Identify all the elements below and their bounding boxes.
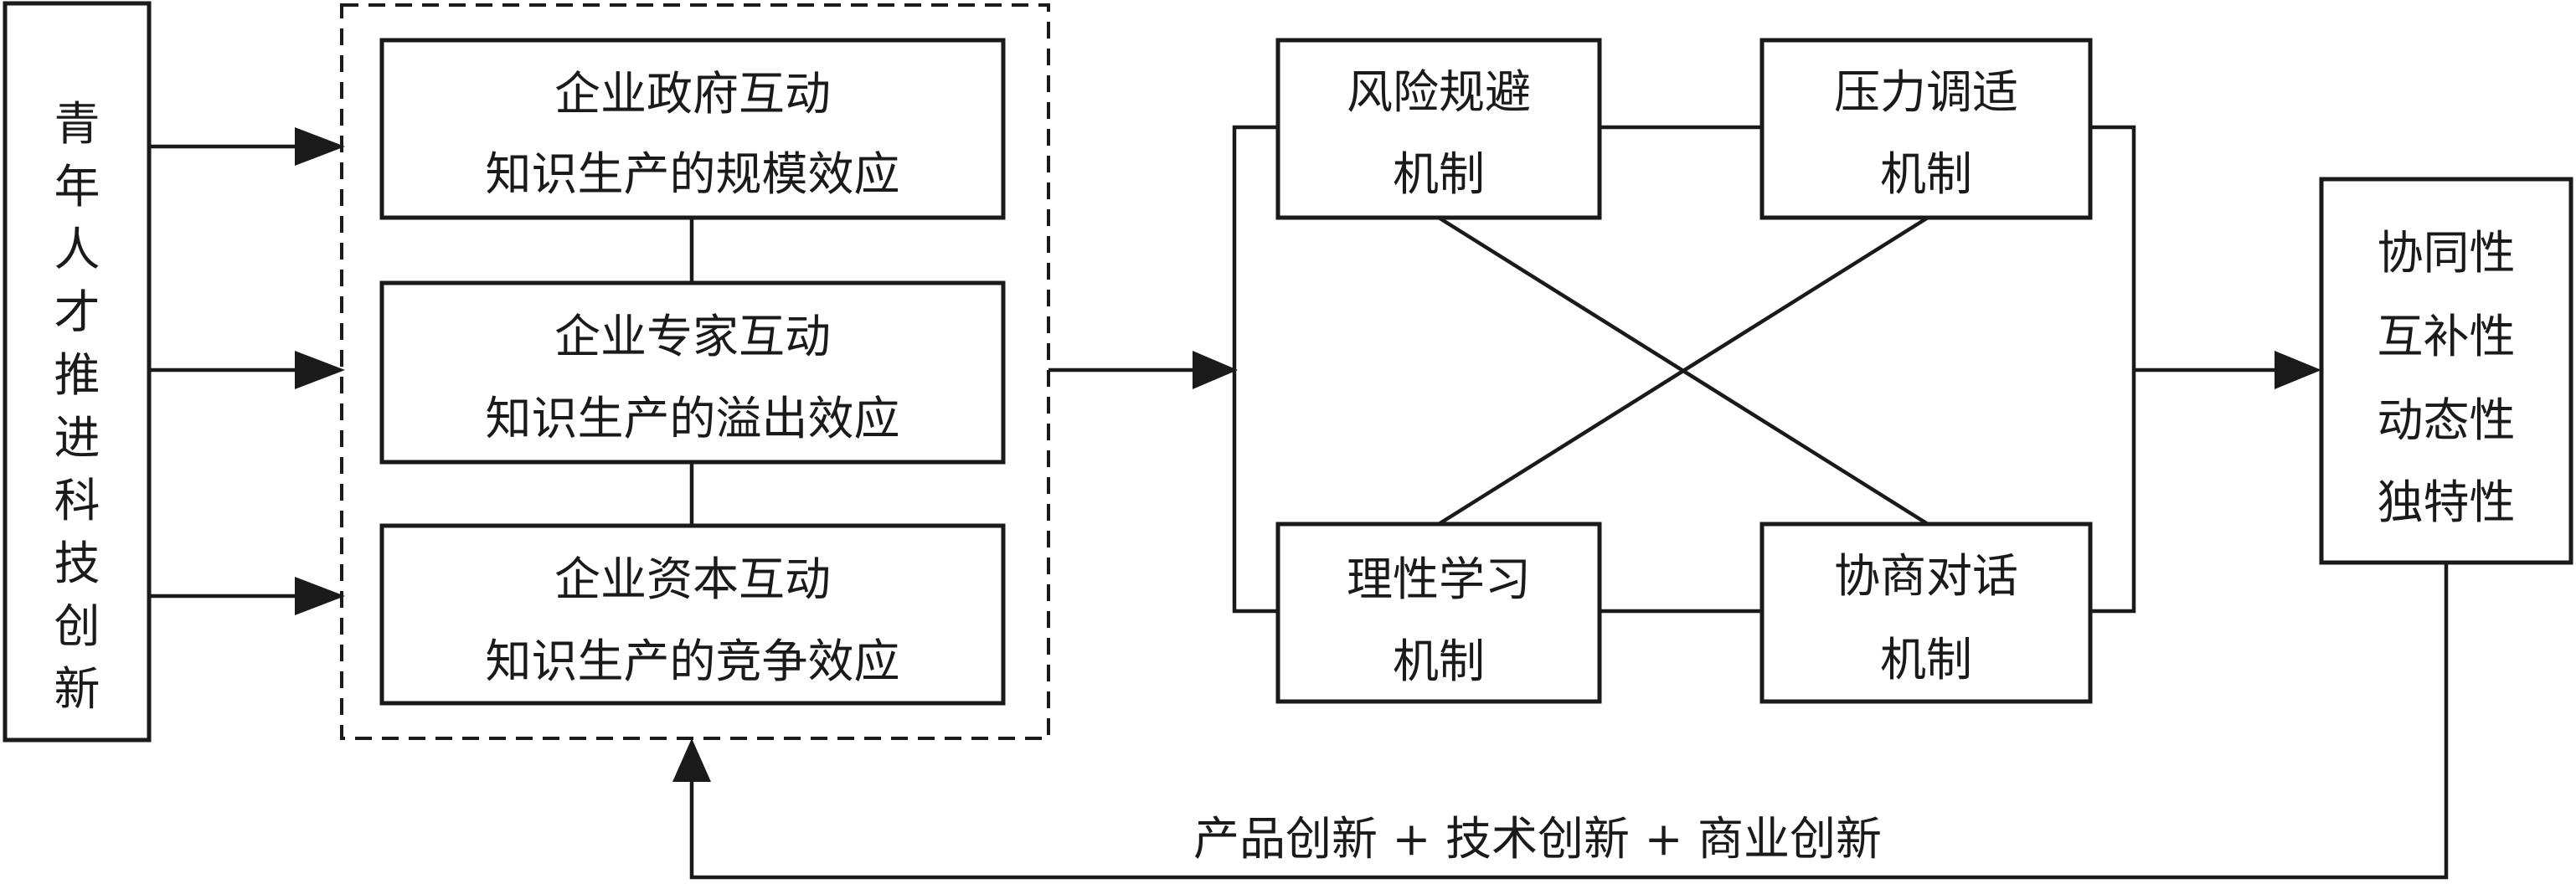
property-label: 协同性 — [2377, 226, 2515, 280]
left-box-char: 年 — [54, 160, 100, 213]
mechanism-box-risk: 风险规避 机制 — [1275, 38, 1602, 220]
interaction-box-expert: 企业专家互动 知识生产的溢出效应 — [379, 280, 1006, 465]
property-label: 动态性 — [2377, 393, 2515, 447]
left-box-char: 新 — [54, 662, 100, 716]
mechanism-suffix: 机制 — [1880, 147, 1972, 201]
interaction-effect: 知识生产的规模效应 — [485, 147, 899, 201]
input-arrow-1 — [149, 127, 345, 166]
mechanism-box-pressure: 压力调适 机制 — [1759, 38, 2093, 220]
interaction-effect: 知识生产的竞争效应 — [485, 635, 899, 688]
left-box-char: 才 — [54, 285, 100, 339]
mechanism-bracket-right — [2090, 125, 2136, 614]
mechanism-title: 风险规避 — [1347, 65, 1531, 119]
input-arrow-2 — [149, 351, 345, 389]
mechanism-cross-line — [1437, 216, 1929, 526]
interaction-box-government: 企业政府互动 知识生产的规模效应 — [379, 38, 1006, 220]
left-box-char: 青 — [54, 97, 100, 151]
mechanism-title: 协商对话 — [1834, 549, 2018, 603]
property-label: 互补性 — [2377, 310, 2515, 363]
feedback-arrow — [672, 563, 2449, 880]
mechanism-title: 理性学习 — [1347, 552, 1531, 606]
input-arrow-3 — [149, 577, 345, 615]
interaction-title: 企业政府互动 — [554, 67, 831, 121]
mechanism-bracket-left — [1232, 125, 1278, 614]
left-box-char: 技 — [54, 537, 100, 590]
left-box-char: 进 — [54, 411, 100, 465]
interaction-effect: 知识生产的溢出效应 — [485, 392, 899, 445]
mechanism-arrow — [1048, 351, 1238, 389]
interaction-box-capital: 企业资本互动 知识生产的竞争效应 — [379, 523, 1006, 706]
mechanism-suffix: 机制 — [1393, 635, 1485, 688]
property-label: 独特性 — [2377, 475, 2515, 529]
mechanism-suffix: 机制 — [1880, 633, 1972, 686]
properties-arrow — [2134, 351, 2321, 389]
left-box-char: 科 — [54, 474, 100, 527]
mechanism-box-learning: 理性学习 机制 — [1275, 522, 1602, 704]
mechanism-title: 压力调适 — [1834, 65, 2018, 119]
mechanism-suffix: 机制 — [1393, 147, 1485, 201]
left-box-char: 创 — [54, 599, 100, 653]
interaction-title: 企业专家互动 — [554, 310, 831, 363]
left-box-char: 推 — [54, 348, 100, 402]
left-box-char: 人 — [54, 223, 100, 276]
feedback-label: 产品创新 + 技术创新 + 商业创新 — [1193, 812, 1882, 866]
properties-box — [2319, 177, 2573, 565]
interaction-title: 企业资本互动 — [554, 552, 831, 606]
left-box — [3, 1, 152, 743]
mechanism-box-dialogue: 协商对话 机制 — [1759, 522, 2093, 704]
